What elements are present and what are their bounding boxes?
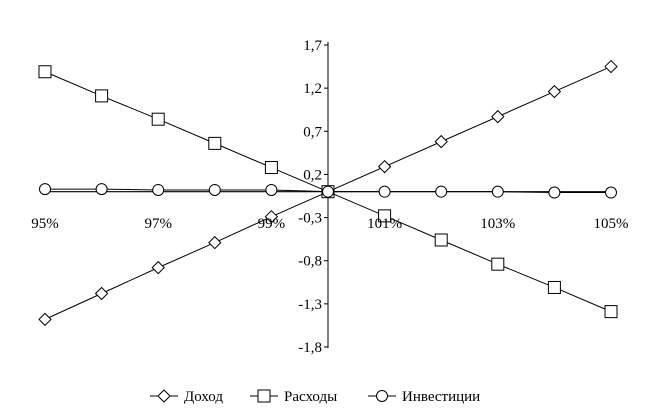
data-point-circle [435, 185, 448, 198]
data-point-circle [548, 186, 561, 199]
data-point-diamond [491, 109, 505, 124]
data-point-diamond [547, 84, 562, 99]
data-point-circle [605, 186, 617, 199]
y-tick-label: -1,3 [298, 297, 322, 313]
x-tick-label: 95% [31, 216, 59, 232]
data-point-diamond [38, 312, 52, 327]
data-point-circle [39, 183, 51, 196]
data-point-diamond [208, 235, 222, 250]
data-point-square [434, 233, 448, 247]
data-point-circle [95, 183, 108, 196]
legend-label: Инвестиции [402, 389, 480, 405]
data-point-circle [322, 185, 334, 198]
data-point-square [547, 280, 561, 294]
data-point-diamond [151, 260, 165, 275]
data-point-square [208, 136, 222, 150]
data-point-square [491, 257, 505, 271]
x-tick-label: 105% [594, 216, 629, 232]
tick-labels: 1,7 1,2 0,7 0,2 -0,3 -0,8 -1,3 -1,8 95% 97% 99% 101… [31, 38, 628, 356]
data-point-diamond [264, 210, 279, 224]
data-point-diamond [434, 134, 448, 149]
data-point-diamond [377, 159, 392, 174]
y-tick-label: 0,2 [303, 167, 322, 183]
legend-label: Расходы [284, 389, 337, 405]
y-tick-label: -0,3 [298, 211, 322, 227]
x-tick-label: 103% [480, 216, 515, 232]
data-point-square [378, 209, 392, 223]
data-point-square [604, 305, 618, 319]
x-tick-label: 101% [367, 216, 402, 232]
legend-marker-circle [376, 390, 388, 402]
data-point-square [95, 89, 109, 103]
data-point-square [151, 112, 165, 126]
legend-marker-square [257, 389, 271, 403]
y-tick-label: 1,2 [303, 81, 322, 97]
legend-marker-diamond [157, 389, 171, 403]
series-markers [38, 59, 618, 327]
y-tick-label: 0,7 [303, 124, 322, 140]
data-point-diamond [94, 286, 109, 301]
data-point-circle [152, 183, 165, 196]
data-point-circle [491, 185, 504, 198]
legend-label: Доход [184, 389, 223, 405]
x-tick-label: 97% [144, 216, 172, 232]
y-tick-label: -1,8 [298, 340, 322, 356]
data-point-diamond [604, 59, 618, 74]
data-point-circle [265, 183, 278, 196]
y-tick-label: -0,8 [298, 254, 322, 270]
y-tick-label: 1,7 [303, 38, 322, 54]
data-point-square [38, 65, 52, 79]
data-point-circle [378, 185, 391, 198]
legend: Доход Расходы Инвестиции [150, 389, 480, 405]
x-tick-label: 99% [258, 216, 286, 232]
data-point-circle [208, 183, 221, 196]
data-point-square [264, 161, 278, 175]
